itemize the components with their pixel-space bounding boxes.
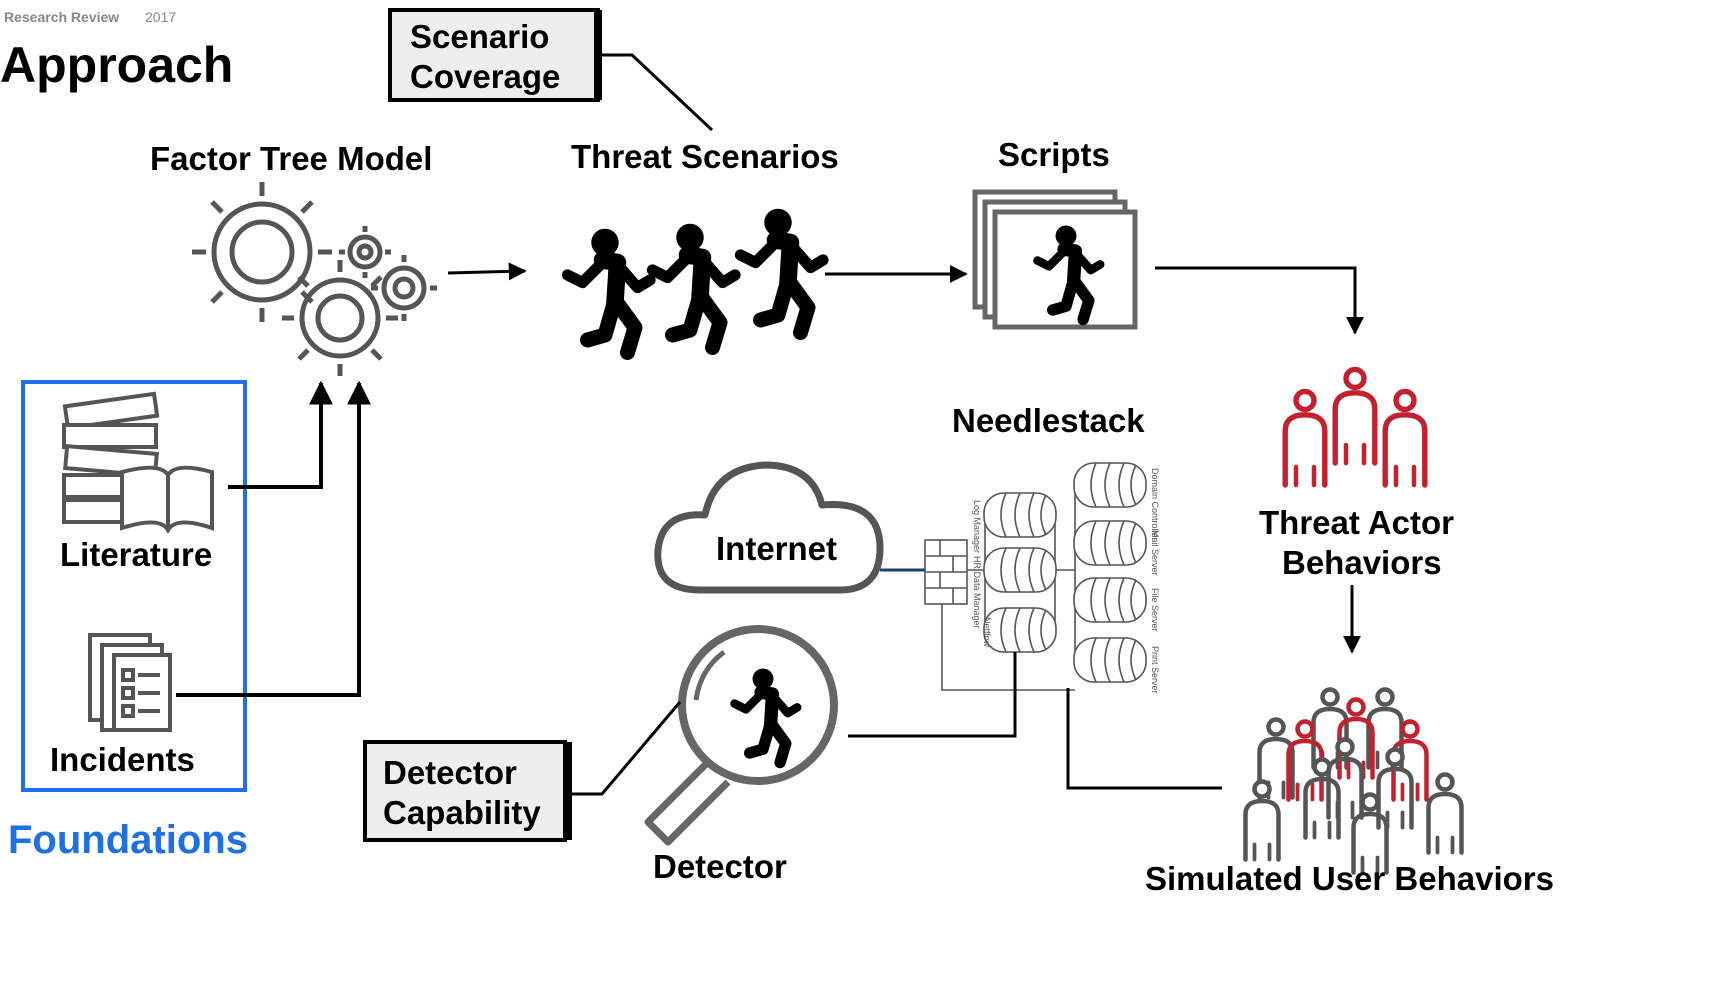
needlestack-label: Needlestack: [952, 402, 1145, 439]
scripts-label: Scripts: [998, 136, 1110, 173]
threat-actor-people-icon: [1285, 369, 1425, 485]
arrow-factor-to-scenarios: [447, 262, 527, 281]
arrow-literature-to-factor: [228, 380, 333, 489]
scenario-coverage-line1: Scenario: [410, 18, 549, 55]
server-hr-data-manager: HR Data Manager: [972, 556, 982, 629]
cloud-icon: [654, 461, 884, 594]
books-icon: [62, 391, 214, 535]
detector-capability-callout: Detector Capability: [363, 701, 682, 842]
internet-label: Internet: [716, 530, 837, 567]
link-needlestack-to-users: [1066, 688, 1222, 790]
header-year: 2017: [145, 9, 176, 25]
threat-actor-label-1: Threat Actor: [1259, 504, 1454, 541]
gears-icon: [192, 182, 437, 376]
detector-label: Detector: [653, 848, 787, 885]
scenario-coverage-line2: Coverage: [410, 58, 560, 95]
link-needlestack-to-detector: [848, 652, 1017, 738]
server-netflow: Netflow: [982, 617, 992, 648]
header-brand: Research Review: [4, 9, 119, 25]
detector-capability-line1: Detector: [383, 754, 517, 791]
runners-icon: [568, 209, 824, 353]
factor-tree-label: Factor Tree Model: [150, 140, 432, 177]
page-title: Approach: [0, 37, 233, 93]
literature-label: Literature: [60, 536, 212, 573]
foundations-label: Foundations: [8, 818, 248, 862]
threat-actor-label-2: Behaviors: [1282, 544, 1442, 581]
needlestack-network: Log Manager HR Data Manager Netflow Doma…: [924, 462, 1160, 694]
server-file-server: File Server: [1150, 588, 1160, 632]
simulated-users-label: Simulated User Behaviors: [1145, 860, 1554, 897]
arrow-scripts-to-threat-actor: [1155, 266, 1364, 335]
magnifier-icon: [644, 625, 838, 846]
server-log-manager: Log Manager: [972, 500, 982, 553]
scenario-coverage-callout: Scenario Coverage: [388, 8, 714, 132]
checklist-docs-icon: [88, 633, 172, 732]
detector-capability-line2: Capability: [383, 794, 541, 831]
server-print-server: Print Server: [1150, 646, 1160, 694]
arrow-incidents-to-factor: [176, 380, 371, 697]
scripts-stack-icon: [972, 189, 1138, 330]
foundations-box: [21, 380, 247, 792]
threat-scenarios-label: Threat Scenarios: [571, 138, 839, 175]
server-domain-controller: Domain Controller: [1150, 468, 1160, 541]
server-mail-server: Mail Server: [1150, 530, 1160, 576]
incidents-label: Incidents: [50, 741, 195, 778]
simulated-users-crowd-icon: [1246, 690, 1462, 873]
